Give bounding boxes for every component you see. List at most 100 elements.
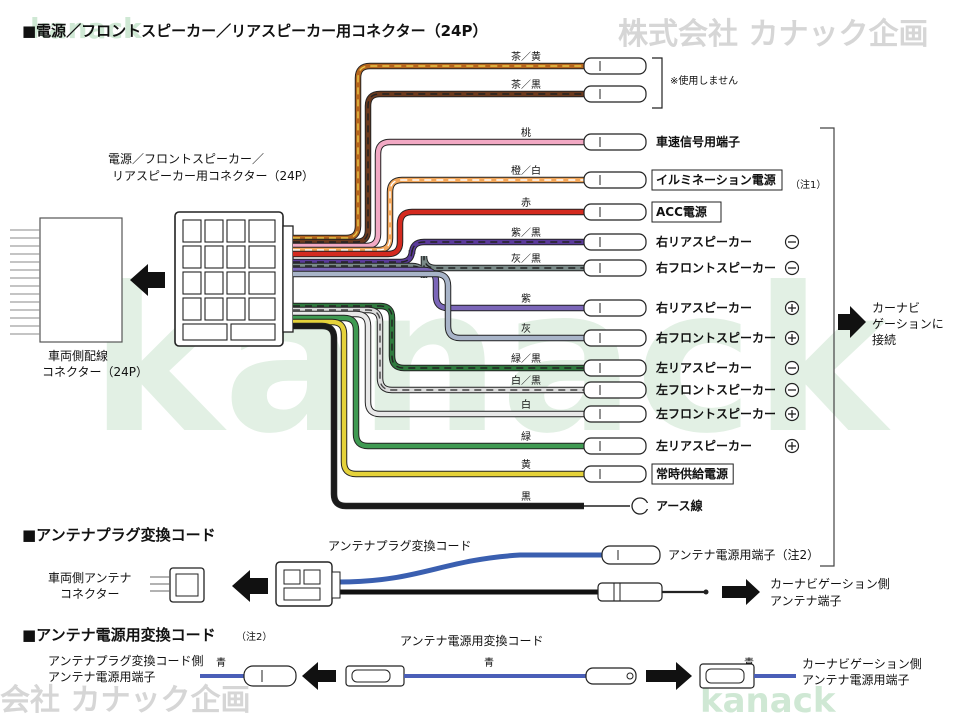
wire-core: [293, 311, 584, 417]
vehicle-antenna-label-1: 車両側アンテナ: [48, 571, 132, 585]
terminal: [583, 381, 647, 399]
wire-color-label: 赤: [521, 197, 531, 209]
wire-function-label: アース線: [656, 498, 703, 513]
wire-color-label: 紫／黒: [511, 227, 541, 239]
watermark-bottom-left: 会社 カナック企画: [0, 683, 250, 718]
terminal: [583, 405, 647, 423]
wire-color-label: 紫: [521, 293, 531, 305]
navi-bracket: [820, 127, 835, 567]
antenna-power-left-label-1: アンテナプラグ変換コード側: [48, 653, 204, 668]
wire-function-label: 左フロントスピーカー: [655, 382, 776, 397]
terminal: [583, 259, 647, 277]
label-box: [651, 201, 722, 223]
arrow-right-antenna-icon: [722, 579, 760, 605]
terminal: [583, 57, 647, 75]
wire-core: [293, 271, 584, 341]
antenna-navi-label-2: アンテナ端子: [770, 594, 842, 608]
wire-color-label: 黒: [521, 491, 531, 503]
wire-core: [293, 267, 584, 311]
arrow-left-antenna-icon: [232, 570, 268, 602]
terminal: [583, 437, 647, 455]
terminal: [583, 171, 647, 189]
label-box: [651, 169, 783, 191]
wire-core: [293, 209, 584, 257]
wire-stripe: [293, 93, 584, 243]
watermark-brand-small: kanack: [30, 12, 143, 45]
wire-function-label: 左フロントスピーカー: [655, 406, 776, 421]
wire-core: [293, 315, 584, 449]
navi-label-3: 接続: [872, 332, 896, 347]
wire-function-label: ACC電源: [656, 204, 707, 219]
wire-core: [293, 139, 584, 249]
wire-color-label: 白: [521, 398, 531, 411]
label-box: [651, 463, 734, 485]
not-used-label: ※使用しません: [670, 74, 738, 87]
wire-function-label: 右フロントスピーカー: [655, 260, 776, 275]
antenna-jack: [597, 582, 663, 602]
section-title-power: ■電源／フロントスピーカー／リアスピーカー用コネクター（24P）: [22, 22, 487, 40]
wire-function-label: 左リアスピーカー: [655, 360, 752, 375]
wire-color-label: 灰: [521, 322, 531, 335]
wire-function-label: 右リアスピーカー: [655, 300, 752, 315]
antenna-plug-wire-blue: [337, 552, 602, 585]
wire-function-label: 常時供給電源: [656, 466, 728, 481]
terminal: [583, 233, 647, 251]
harness-connector-label-1: 電源／フロントスピーカー／: [108, 152, 264, 166]
wire-color-label: 桃: [521, 126, 531, 139]
vehicle-connector-label-1: 車両側配線: [48, 348, 108, 363]
section-title-antenna-plug: ■アンテナプラグ変換コード: [22, 526, 216, 544]
wire-core: [293, 319, 584, 477]
antenna-power-right-label-2: アンテナ電源用端子: [802, 673, 910, 687]
antenna-power-left-label-2: アンテナ電源用端子: [48, 670, 156, 684]
terminal: [583, 359, 647, 377]
wire-stripe: [293, 305, 584, 369]
wire-function-label: 左リアスピーカー: [655, 438, 752, 453]
wire-1: 茶／黄: [293, 50, 647, 242]
wire-core: [293, 323, 584, 509]
wire-color-label: 白／黒: [511, 374, 541, 387]
arrow-left-icon: [130, 264, 165, 296]
wire-color-label: 灰／黒: [511, 252, 541, 265]
wire-color-label: 茶／黄: [511, 50, 541, 63]
wire-2: 茶／黒: [293, 78, 647, 246]
wire-function-label: 右リアスピーカー: [655, 234, 752, 249]
navi-label-2: ゲーションに: [872, 317, 944, 331]
wire-color-label: 橙／白: [511, 164, 541, 177]
antenna-power-left-terminal: [243, 665, 297, 687]
antenna-power-right-wire-name: 青: [744, 656, 754, 669]
vehicle-connector-label-2: コネクター（24P）: [42, 365, 148, 379]
vehicle-antenna-label-2: コネクター: [60, 587, 120, 601]
arrow-right-icon: [838, 306, 866, 338]
terminal: [583, 133, 647, 151]
navi-label-1: カーナビ: [872, 301, 920, 315]
watermark-top-right: 株式会社 カナック企画: [618, 17, 928, 52]
antenna-navi-label-1: カーナビゲーション側: [770, 577, 890, 591]
antenna-power-cord-label: アンテナ電源用変換コード: [400, 633, 544, 648]
antenna-plug-cord-label: アンテナプラグ変換コード: [328, 538, 472, 553]
terminal: [583, 85, 647, 103]
arrow-left-power-icon: [302, 662, 336, 690]
antenna-power-right-label-1: カーナビゲーション側: [802, 657, 922, 671]
wire-stripe: [293, 309, 584, 391]
section-title-antenna-power: ■アンテナ電源用変換コード: [22, 626, 216, 644]
not-used-bracket: [652, 57, 663, 109]
note-1: （注1）: [790, 178, 826, 191]
wire-color-label: 茶／黒: [511, 78, 541, 91]
antenna-power-mid-wire-name: 青: [484, 656, 494, 669]
wire-color-label: 黄: [521, 458, 531, 471]
vehicle-connector: [10, 217, 123, 343]
antenna-power-mid-plug: [585, 667, 637, 685]
antenna-power-section: アンテナ電源用変換コード アンテナプラグ変換コード側 アンテナ電源用端子 青 青…: [48, 633, 922, 690]
terminal: [583, 329, 647, 347]
